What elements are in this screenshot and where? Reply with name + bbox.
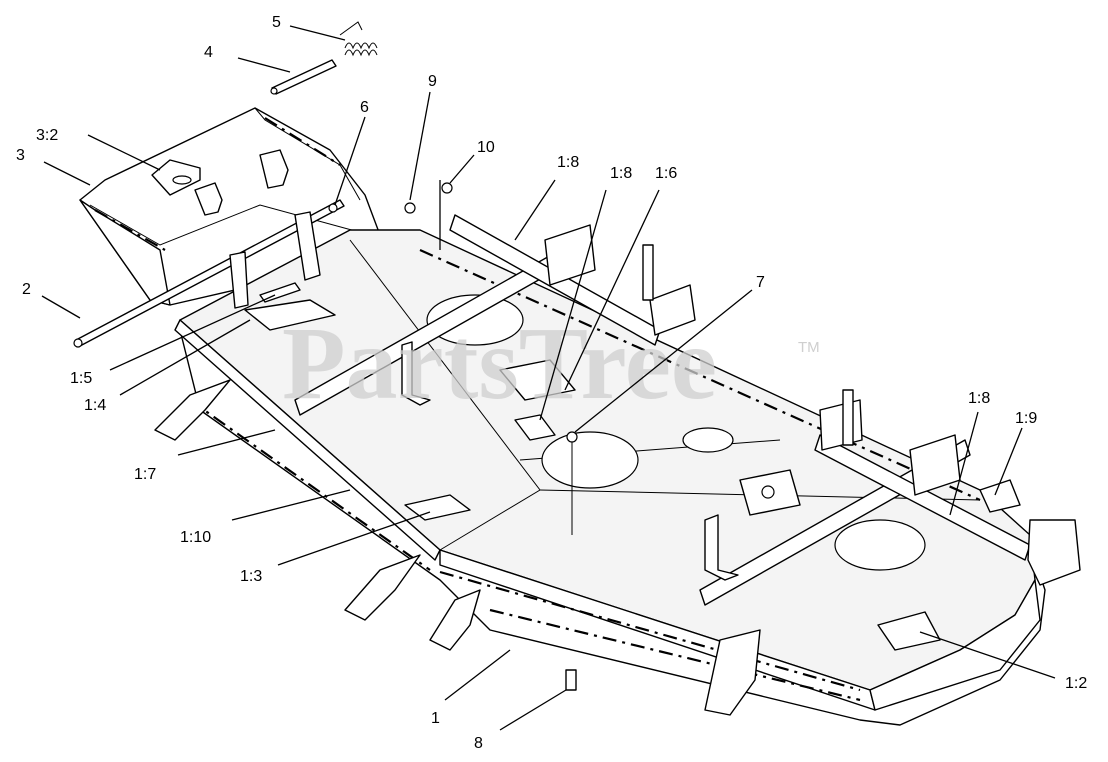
hardware [328, 182, 578, 691]
callout-5: 5 [272, 14, 281, 31]
callout-1-7: 1:7 [134, 466, 156, 483]
callout-1-6: 1:6 [655, 165, 677, 182]
callout-4: 4 [204, 44, 213, 61]
watermark-trademark: TM [798, 339, 820, 356]
callout-1: 1 [431, 710, 440, 727]
watermark-text: PartsTree [282, 306, 717, 421]
callout-8: 8 [474, 735, 483, 752]
hinge-rod[interactable] [73, 199, 345, 348]
callout-1-8-c: 1:8 [968, 390, 990, 407]
callout-10: 10 [477, 139, 495, 156]
callout-3-2: 3:2 [36, 127, 58, 144]
callout-7: 7 [756, 274, 765, 291]
callout-2: 2 [22, 281, 31, 298]
callout-1-8-b: 1:8 [610, 165, 632, 182]
callout-1-3: 1:3 [240, 568, 262, 585]
torsion-spring[interactable] [339, 21, 378, 57]
leader-lines [41, 25, 1056, 731]
callout-1-4: 1:4 [84, 397, 106, 414]
callout-6: 6 [360, 99, 369, 116]
callout-1-9: 1:9 [1015, 410, 1037, 427]
mower-deck-shell[interactable] [154, 211, 1081, 726]
pivot-pin[interactable] [270, 59, 337, 95]
callout-3: 3 [16, 147, 25, 164]
deflector-plate[interactable] [151, 159, 201, 196]
callout-1-10: 1:10 [180, 529, 211, 546]
callout-1-2: 1:2 [1065, 675, 1087, 692]
callout-1-8-a: 1:8 [557, 154, 579, 171]
callout-1-5: 1:5 [70, 370, 92, 387]
callout-labels: 5 4 9 6 10 3:2 3 1:8 1:8 1:6 2 7 1:5 1:4… [16, 14, 1087, 752]
callout-9: 9 [428, 73, 437, 90]
